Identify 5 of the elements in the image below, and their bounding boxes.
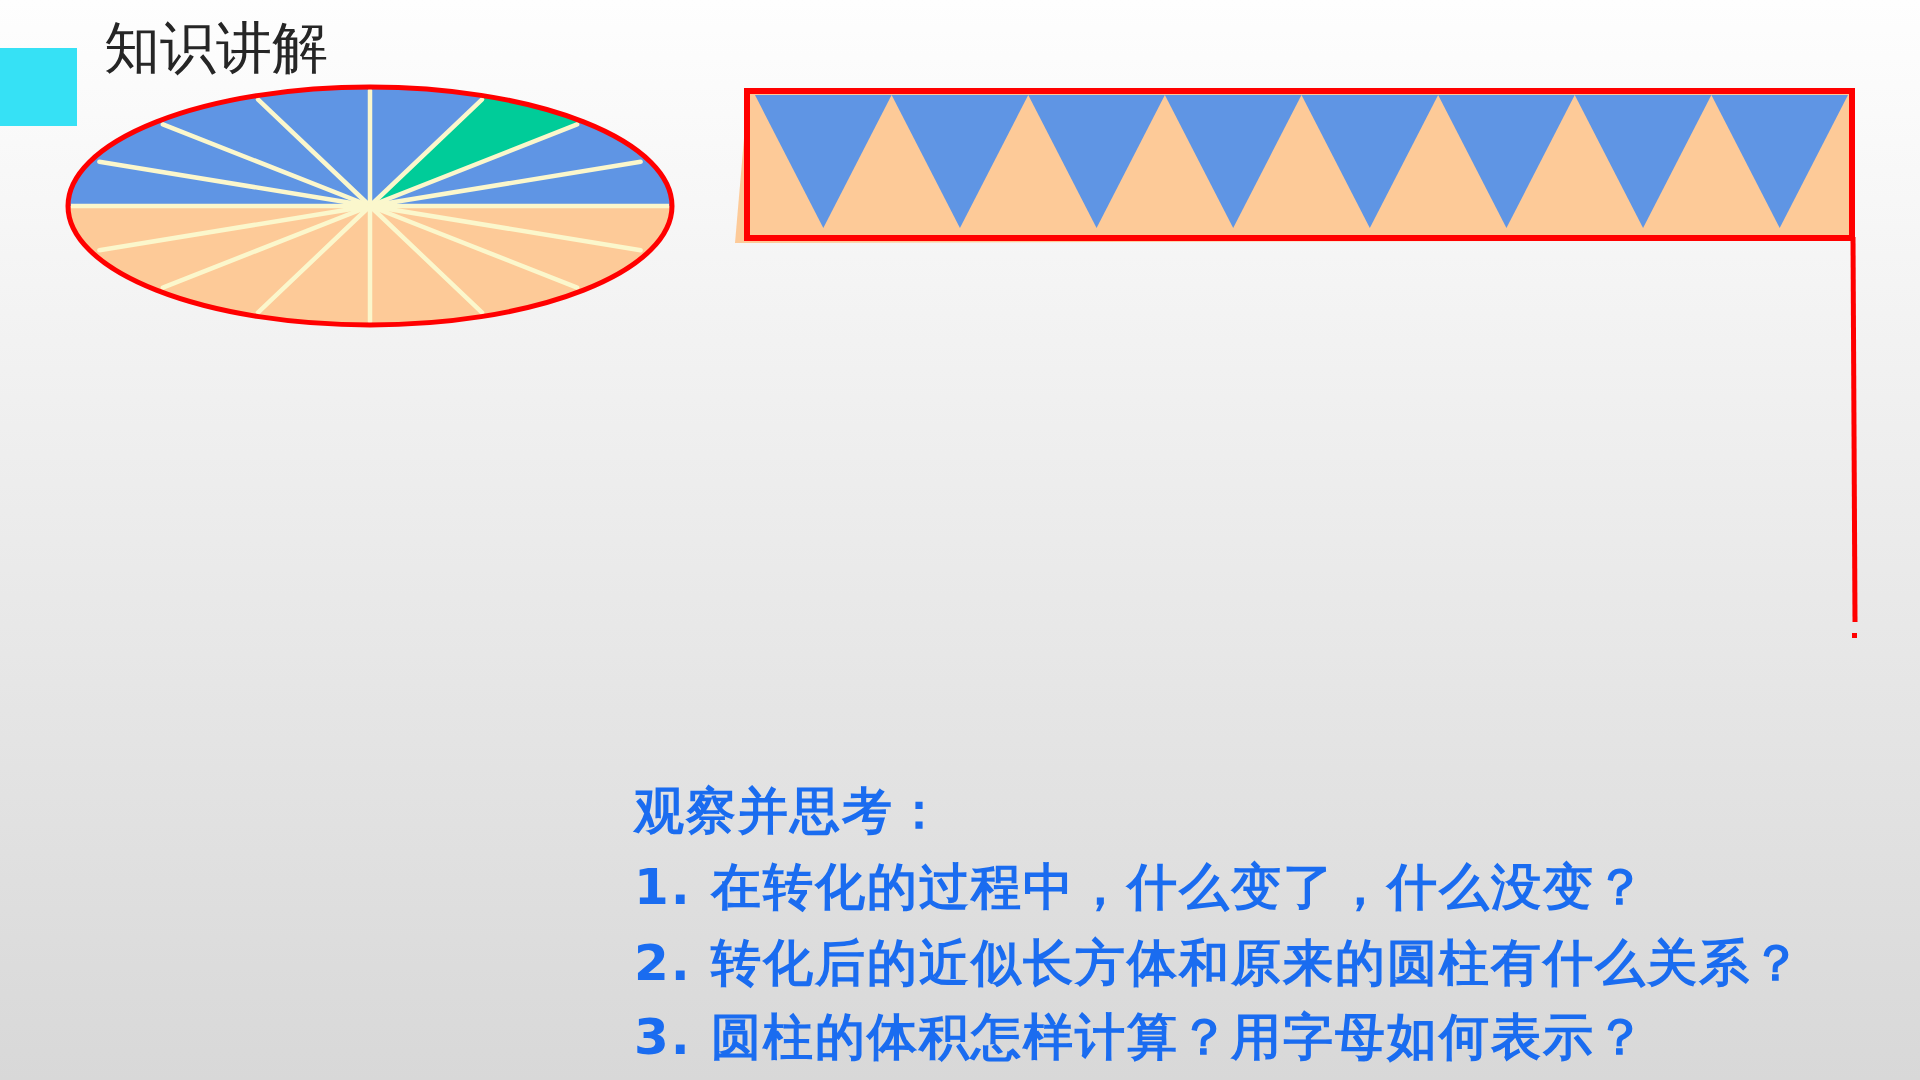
question-text: 2. 转化后的近似长方体和原来的圆柱有什么关系？ [634,938,1804,988]
question-text: 1. 在转化的过程中，什么变了，什么没变？ [634,862,1648,912]
slide-title: 知识讲解 [104,20,328,76]
question-text: 3. 圆柱的体积怎样计算？用字母如何表示？ [634,1012,1648,1062]
question-heading: 观察并思考： [634,786,946,836]
